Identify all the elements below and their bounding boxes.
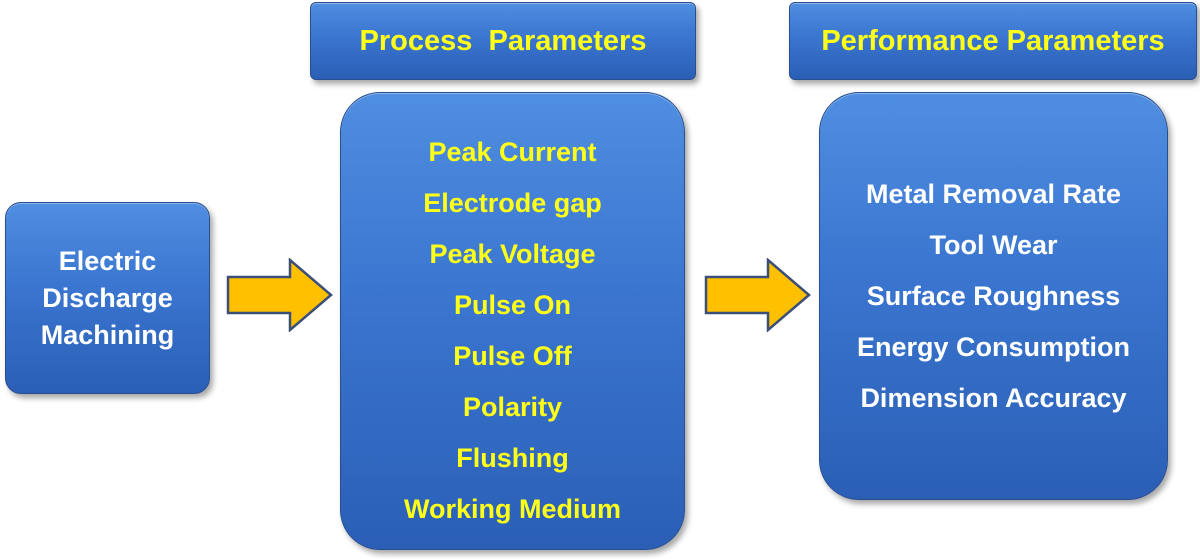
list-item: Surface Roughness [866,281,1121,311]
edm-source-box: Electric Discharge Machining [5,202,210,394]
performance-parameters-header: Performance Parameters [789,2,1197,80]
list-item: Polarity [462,392,563,422]
arrow-right-icon [226,258,333,332]
list-item: Tool Wear [929,230,1058,260]
list-item: Electrode gap [423,188,602,218]
performance-parameters-box: Metal Removal Rate Tool Wear Surface Rou… [819,92,1168,500]
list-item: Pulse On [453,290,572,320]
list-item: Pulse Off [453,341,572,371]
edm-label-line-3: Machining [40,319,175,350]
list-item: Energy Consumption [856,332,1130,362]
performance-parameters-title: Performance Parameters [821,24,1165,57]
process-parameters-title: Process Parameters [359,24,647,57]
process-parameters-box: Peak Current Electrode gap Peak Voltage … [340,92,685,550]
list-item: Dimension Accuracy [860,383,1127,413]
edm-label-line-1: Electric [58,245,157,276]
list-item: Peak Current [428,137,597,167]
performance-parameters-list: Metal Removal Rate Tool Wear Surface Rou… [820,169,1167,424]
list-item: Metal Removal Rate [865,179,1122,209]
list-item: Peak Voltage [429,239,596,269]
process-parameters-header: Process Parameters [310,2,696,80]
list-item: Flushing [456,443,569,473]
arrow-right-icon [704,258,811,332]
list-item: Working Medium [403,494,621,524]
edm-label-line-2: Discharge [42,282,173,313]
process-parameters-list: Peak Current Electrode gap Peak Voltage … [341,127,684,535]
